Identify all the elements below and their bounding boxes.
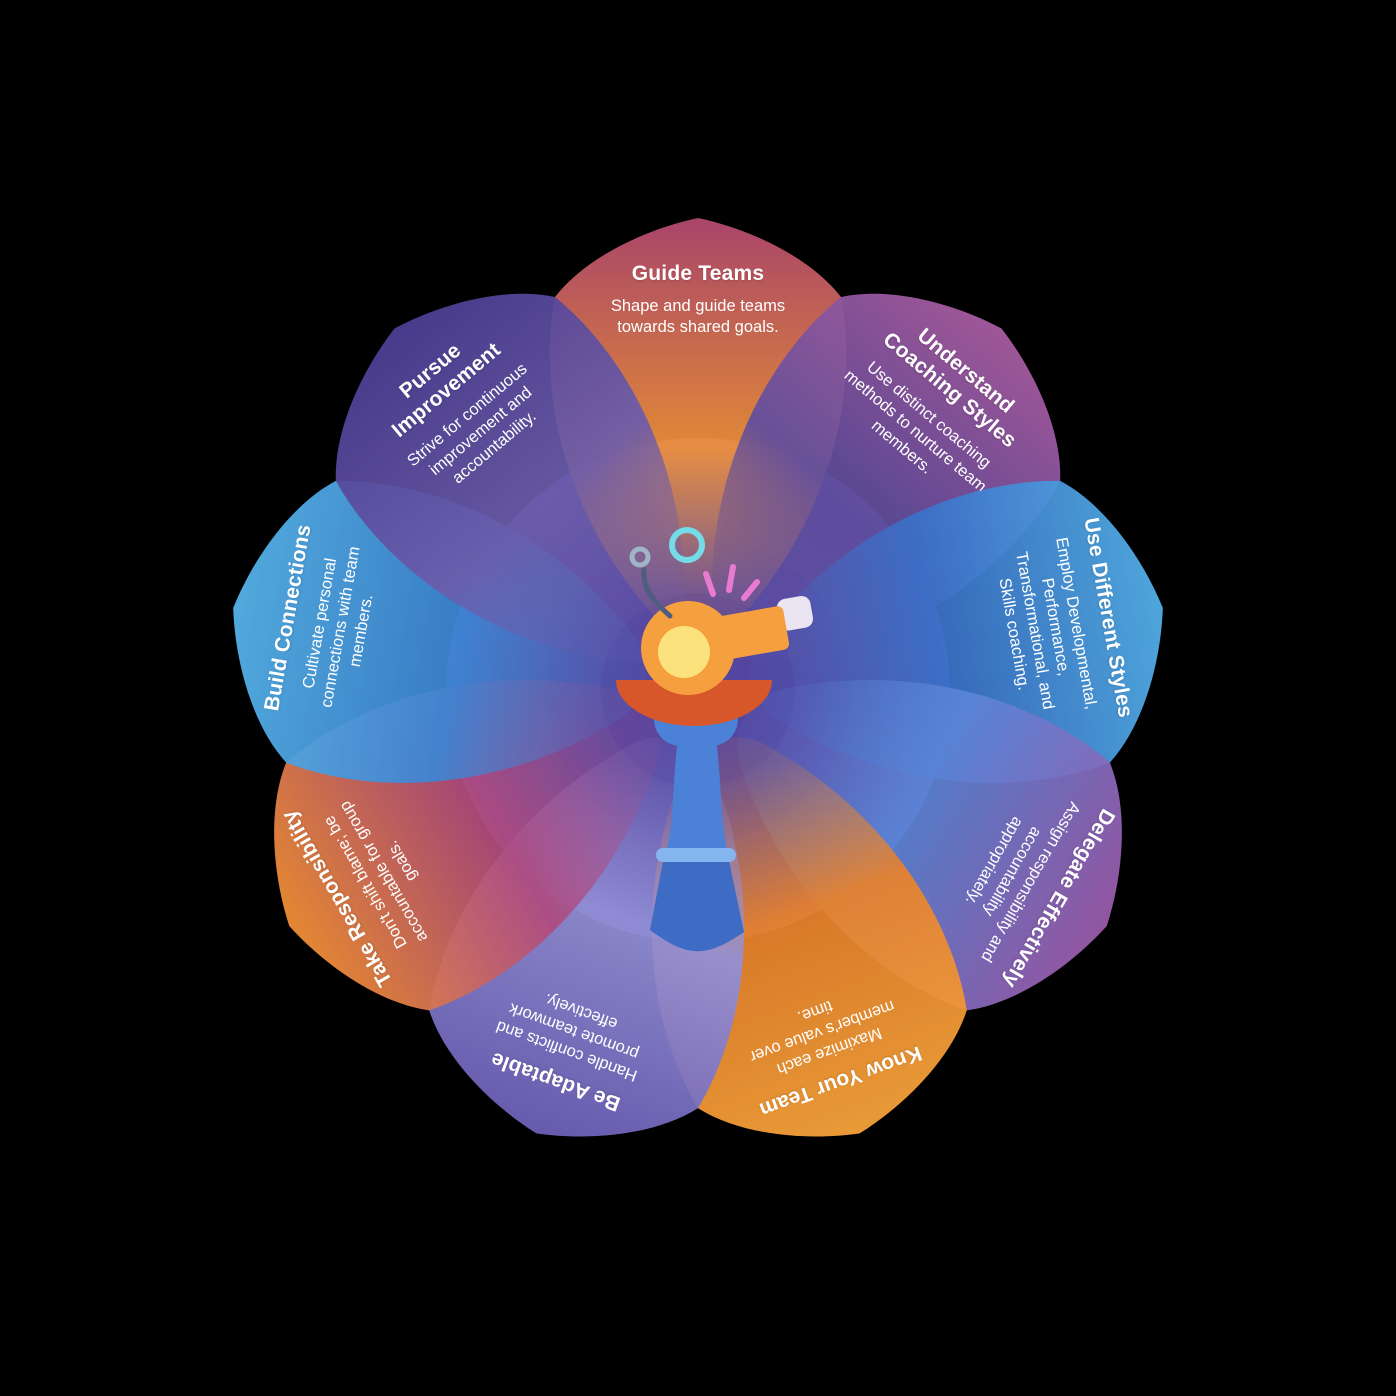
cord-ring	[669, 527, 705, 563]
sleeve-shape	[650, 856, 744, 952]
cord-bead	[629, 546, 651, 568]
petal-shape	[335, 293, 685, 663]
petal-title: Guide Teams	[631, 262, 765, 285]
cord-line	[641, 567, 673, 619]
petal-shape	[429, 737, 745, 1137]
petal-desc: Shape and guide teams towards shared goa…	[610, 296, 786, 336]
cuff-shape	[656, 848, 736, 862]
whistle-icon	[616, 527, 814, 952]
sound-marks-icon	[703, 564, 760, 601]
arm-shape	[664, 738, 730, 860]
dish-shape	[616, 680, 772, 726]
whistle-mouthpiece	[776, 596, 814, 631]
petal-shape	[737, 680, 1122, 1011]
whistle-center	[658, 626, 710, 678]
